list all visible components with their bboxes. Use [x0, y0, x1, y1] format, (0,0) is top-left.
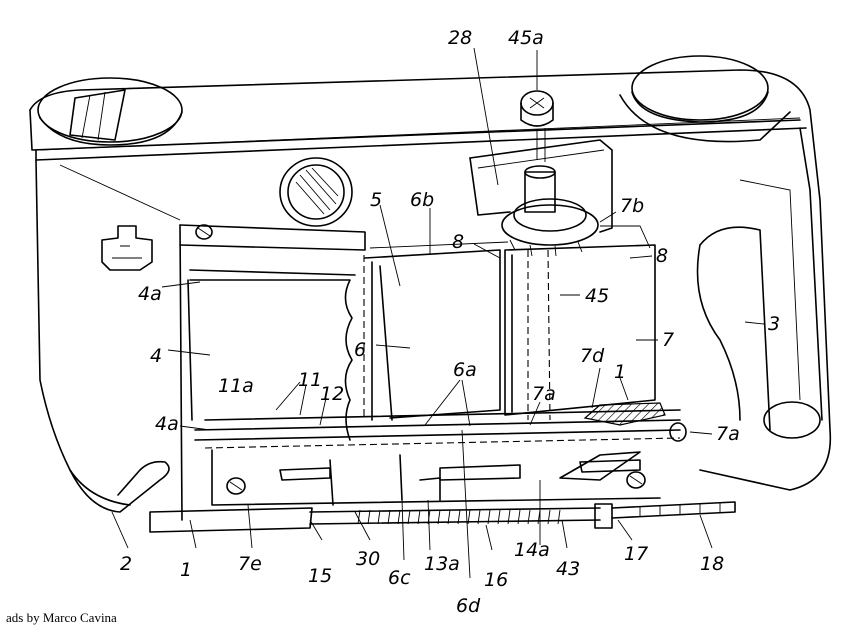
- label-2: 2: [120, 553, 132, 575]
- label-43: 43: [556, 558, 580, 580]
- rewind-knob: [37, 77, 183, 146]
- label-13a: 13a: [424, 553, 460, 575]
- gear-assembly: [501, 165, 599, 257]
- shutter-blade-4: [189, 279, 353, 441]
- label-7b: 7b: [620, 195, 644, 217]
- base-cutout: [69, 460, 170, 513]
- credit-text: ads by Marco Cavina: [6, 610, 117, 625]
- label-4a-low: 4a: [155, 413, 179, 435]
- label-6c: 6c: [388, 567, 411, 589]
- base-plate: [211, 449, 661, 506]
- label-3: 3: [768, 313, 780, 335]
- label-30: 30: [356, 548, 380, 570]
- label-17: 17: [624, 543, 648, 565]
- label-1-left: 1: [180, 559, 192, 581]
- take-up-spool-3: [696, 226, 821, 439]
- label-7e: 7e: [238, 553, 262, 575]
- camera-body: [29, 69, 832, 506]
- label-45a: 45a: [508, 27, 544, 49]
- label-14a: 14a: [514, 539, 550, 561]
- section-7a: [583, 402, 666, 426]
- label-4a-top: 4a: [138, 283, 162, 305]
- lever-7a: [559, 451, 641, 481]
- shutter-blade-6: [363, 241, 509, 421]
- bracket-28: [469, 139, 613, 233]
- inner-frame: [179, 224, 366, 521]
- label-11a: 11a: [218, 375, 254, 397]
- label-11: 11: [298, 369, 322, 391]
- label-7: 7: [662, 329, 674, 351]
- bottom-rod: [149, 501, 736, 533]
- advance-knob: [619, 55, 791, 143]
- label-6a: 6a: [453, 359, 477, 381]
- label-8-right: 8: [656, 245, 668, 267]
- part-labels: 28 45a 5 6b 7b 8 8 3 4a 45 7 4 6 7d 1 11…: [120, 27, 780, 617]
- label-6d: 6d: [456, 595, 481, 617]
- label-6b: 6b: [410, 189, 434, 211]
- label-5: 5: [370, 189, 382, 211]
- viewfinder-window: [279, 157, 353, 227]
- label-6: 6: [354, 339, 366, 361]
- label-1-right: 1: [614, 361, 626, 383]
- pin-left: [101, 225, 153, 271]
- label-16: 16: [484, 569, 508, 591]
- label-7a-mid: 7a: [532, 383, 556, 405]
- shutter-blade-7: [504, 225, 656, 421]
- screw-45a: [520, 90, 554, 162]
- label-7a-right: 7a: [716, 423, 740, 445]
- label-4: 4: [150, 345, 162, 367]
- label-7d: 7d: [580, 345, 605, 367]
- label-12: 12: [320, 383, 344, 405]
- label-28: 28: [448, 27, 472, 49]
- label-15: 15: [308, 565, 332, 587]
- leader-lines: [111, 47, 765, 579]
- label-18: 18: [700, 553, 724, 575]
- label-8-left: 8: [452, 231, 464, 253]
- label-45: 45: [585, 285, 609, 307]
